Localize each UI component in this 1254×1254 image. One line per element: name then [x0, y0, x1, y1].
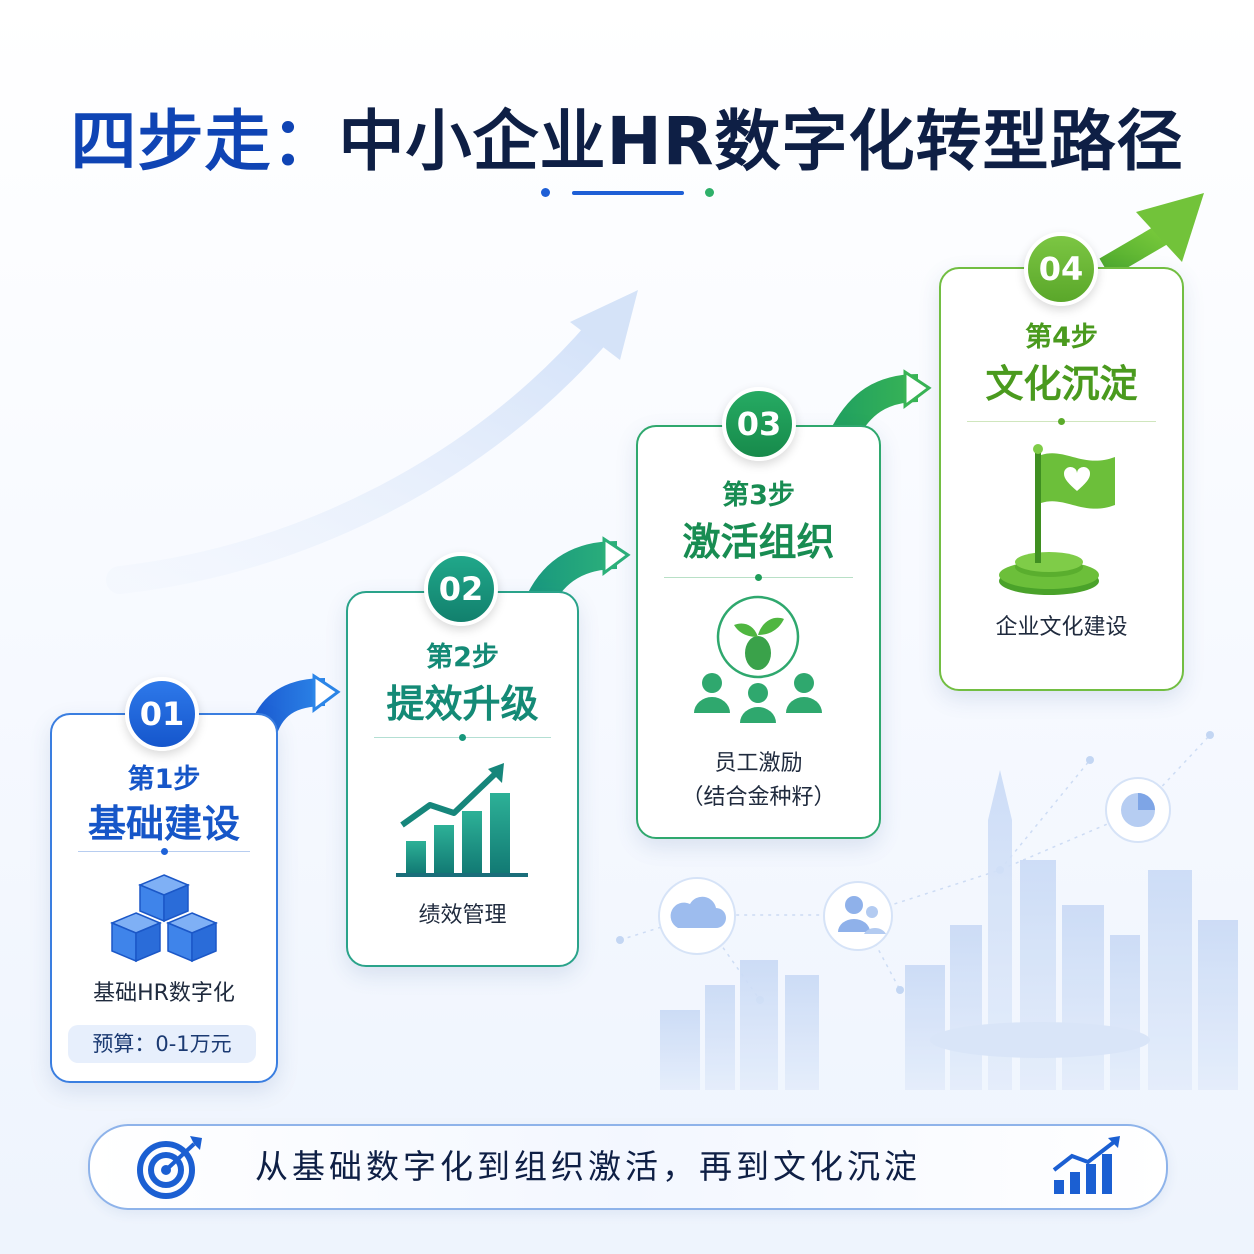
step-name: 文化沉淀 — [985, 362, 1138, 406]
step-caption: 企业文化建设 — [995, 615, 1128, 640]
summary-banner: 从基础数字化到组织激活，再到文化沉淀 — [88, 1124, 1168, 1210]
page-title: 四步走：中小企业HR数字化转型路径 — [0, 88, 1254, 184]
pie-node-icon — [1105, 777, 1171, 843]
background-growth-arrow — [106, 290, 638, 594]
seedling-people-icon — [694, 595, 822, 723]
title-main: 中小企业HR数字化转型路径 — [338, 103, 1184, 180]
city-skyline — [660, 770, 1238, 1090]
step-number-badge-4: 04 — [1024, 232, 1098, 306]
step-divider — [78, 848, 250, 855]
title-deco-line — [572, 191, 684, 195]
step-caption: 绩效管理 — [418, 903, 507, 928]
cubes-icon — [110, 874, 218, 963]
step-label: 第4步 — [1025, 322, 1098, 353]
target-arrow-icon — [137, 1136, 202, 1199]
step-number-badge-2: 02 — [424, 552, 498, 626]
step-divider — [664, 574, 853, 581]
step-name: 提效升级 — [386, 682, 539, 726]
step-card-1: 第1步 基础建设 基础HR数字化 预算：0-1万元 — [50, 713, 278, 1083]
step-number-badge-3: 03 — [722, 387, 796, 461]
connector-arrow-3-4 — [832, 369, 932, 440]
title-prefix: 四步走： — [70, 103, 339, 180]
step-caption: 员工激励 — [714, 751, 803, 776]
step-card-4: 第4步 文化沉淀 企业文化建设 — [939, 267, 1184, 691]
banner-text: 从基础数字化到组织激活，再到文化沉淀 — [255, 1147, 921, 1186]
step-divider — [967, 418, 1156, 425]
title-deco-dot-right — [705, 188, 714, 197]
step-divider — [374, 734, 551, 741]
cloud-node-icon — [658, 877, 736, 955]
step-card-3: 第3步 激活组织 员工激励 （结合金种籽） — [636, 425, 881, 839]
people-node-icon — [823, 881, 893, 951]
heart-flag-icon — [999, 444, 1115, 595]
finish-arrow — [1099, 193, 1204, 278]
budget-badge: 预算：0-1万元 — [68, 1025, 256, 1063]
step-caption-sub: （结合金种籽） — [681, 785, 836, 810]
bar-chart-growth-icon — [396, 763, 528, 877]
step-label: 第2步 — [426, 642, 499, 673]
step-number-badge-1: 01 — [125, 677, 199, 751]
step-label: 第3步 — [722, 480, 795, 511]
step-name: 基础建设 — [87, 802, 240, 846]
growth-chart-icon — [1052, 1136, 1120, 1194]
step-caption: 基础HR数字化 — [93, 981, 235, 1006]
title-deco-dot-left — [541, 188, 550, 197]
step-card-2: 第2步 提效升级 绩效管理 — [346, 591, 579, 967]
step-label: 第1步 — [127, 764, 201, 795]
step-name: 激活组织 — [682, 520, 835, 564]
